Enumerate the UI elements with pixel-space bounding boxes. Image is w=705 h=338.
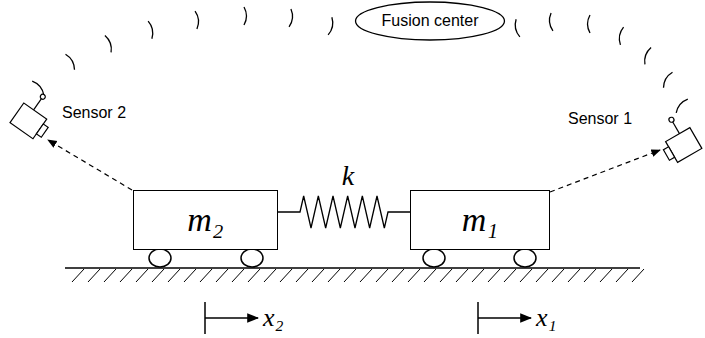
spring-connector bbox=[278, 196, 410, 228]
sensor-label: Sensor 2 bbox=[62, 104, 126, 122]
ground-line bbox=[65, 267, 640, 269]
node-text: Fusion center bbox=[382, 12, 479, 30]
sensor-icon bbox=[651, 112, 702, 166]
position-arrows bbox=[205, 302, 531, 334]
coordinate-label: x₂ bbox=[263, 303, 284, 333]
sensor-label: Sensor 1 bbox=[568, 110, 632, 128]
sensing-arrows bbox=[48, 140, 660, 192]
ground-hatching bbox=[72, 269, 644, 282]
wheels bbox=[149, 249, 536, 267]
node-text: m₁ bbox=[462, 201, 498, 239]
fusion-center-ellipse: Fusion center bbox=[354, 1, 506, 41]
cart-box: m₂ bbox=[133, 190, 278, 250]
sensor-icon bbox=[10, 88, 62, 142]
coordinate-label: x₁ bbox=[536, 303, 557, 333]
spring-label: k bbox=[342, 160, 354, 192]
node-text: m₂ bbox=[187, 201, 223, 239]
cart-box: m₁ bbox=[410, 190, 550, 250]
